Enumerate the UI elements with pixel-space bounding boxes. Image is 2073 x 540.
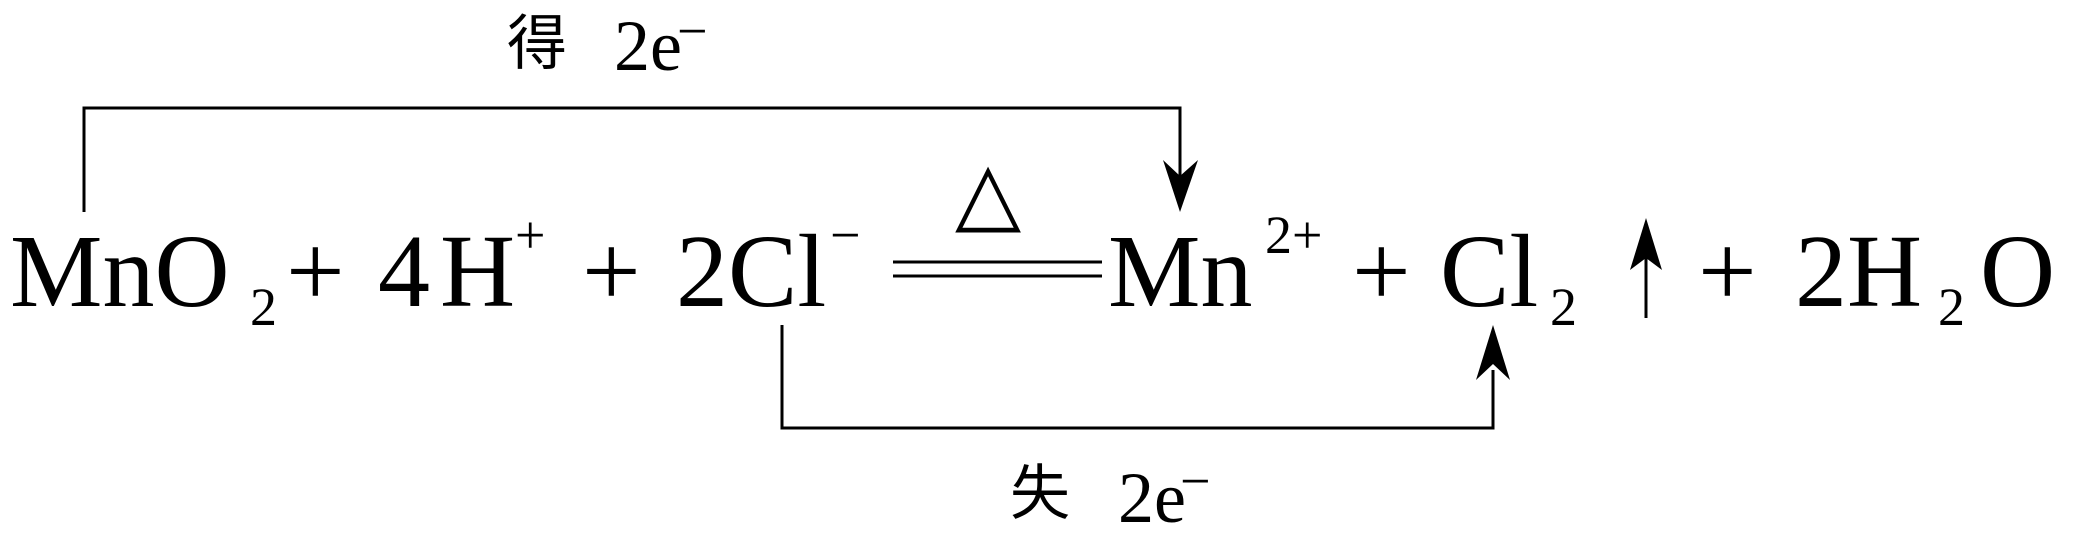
loss-word: 失 (1010, 459, 1070, 529)
gain-bridge-line (82, 106, 1182, 212)
loss-electrons: 2e (1118, 458, 1186, 538)
loss-arrowhead (1476, 325, 1510, 380)
gain-arrowhead (1163, 160, 1198, 212)
heat-symbol: △ (955, 145, 1022, 241)
water-coefficient-h: 2H (1795, 214, 1923, 329)
coefficient-four: 4 (378, 214, 430, 329)
gas-arrowhead (1630, 218, 1662, 270)
chloride-ion: 2Cl (676, 214, 827, 329)
plus-sign-3: + (1352, 214, 1411, 329)
gain-electrons: 2e (614, 6, 682, 86)
gain-word: 得 (507, 9, 567, 79)
chloride-ion-charge: − (830, 205, 861, 265)
loss-electron-charge: − (1180, 451, 1211, 511)
loss-bridge-line (780, 325, 1495, 430)
gain-electron-charge: − (677, 1, 708, 61)
plus-sign-1: + (286, 214, 345, 329)
water-subscript: 2 (1938, 277, 1965, 337)
water-oxygen: O (1980, 214, 2056, 329)
hydrogen-ion-charge: + (515, 205, 546, 265)
plus-sign-2: + (582, 214, 641, 329)
chlorine-gas-subscript: 2 (1550, 277, 1577, 337)
mno2-subscript: 2 (250, 277, 277, 337)
manganese-ion: Mn (1108, 214, 1253, 329)
mno2-formula: MnO (10, 214, 230, 329)
manganese-ion-charge: 2+ (1265, 205, 1323, 265)
chlorine-gas: Cl (1440, 214, 1539, 329)
hydrogen-ion: H (440, 214, 516, 329)
plus-sign-4: + (1698, 214, 1757, 329)
